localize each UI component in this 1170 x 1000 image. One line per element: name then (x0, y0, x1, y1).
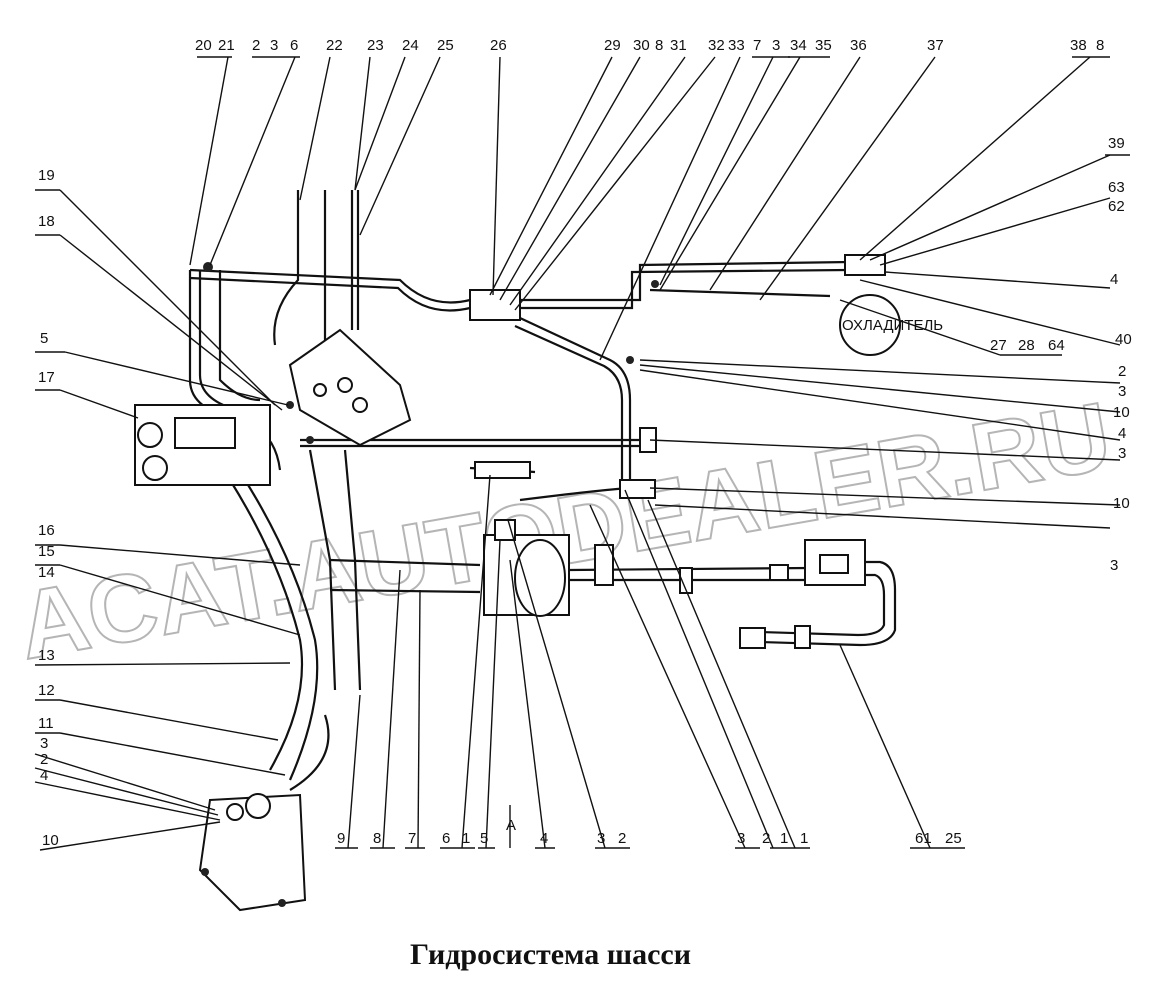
label-61: 61 (915, 830, 932, 847)
label-21: 21 (218, 37, 235, 54)
label-14: 14 (38, 564, 55, 581)
label-17: 17 (38, 369, 55, 386)
label-5: 5 (40, 330, 48, 347)
label-39: 39 (1108, 135, 1125, 152)
label-4-r2: 4 (1118, 425, 1126, 442)
label-10-r: 10 (1113, 404, 1130, 421)
label-2-b: 2 (618, 830, 626, 847)
label-25: 25 (437, 37, 454, 54)
label-18: 18 (38, 213, 55, 230)
label-7: 7 (753, 37, 761, 54)
label-1-b: 1 (462, 830, 470, 847)
label-33: 33 (728, 37, 745, 54)
label-10-r2: 10 (1113, 495, 1130, 512)
label-3-l: 3 (40, 735, 48, 752)
label-2: 2 (252, 37, 260, 54)
label-30: 30 (633, 37, 650, 54)
label-2-l: 2 (40, 751, 48, 768)
label-36: 36 (850, 37, 867, 54)
label-2-b2: 2 (762, 830, 770, 847)
label-28: 28 (1018, 337, 1035, 354)
label-11: 11 (38, 715, 54, 732)
view-marker-a: A (506, 817, 516, 834)
label-3-b2: 3 (737, 830, 745, 847)
components: ОХЛАДИТЕЛЬ (134, 254, 943, 912)
label-38: 38 (1070, 37, 1087, 54)
label-4-l: 4 (40, 767, 48, 784)
label-3: 3 (270, 37, 278, 54)
label-23: 23 (367, 37, 384, 54)
labels-bottom: 9 8 7 6 1 5 4 3 2 3 2 1 1 61 25 (337, 830, 962, 847)
label-3-r: 3 (1118, 383, 1126, 400)
label-4-b: 4 (540, 830, 548, 847)
cooler-label: ОХЛАДИТЕЛЬ (842, 317, 943, 334)
label-25-b: 25 (945, 830, 962, 847)
label-1-b3: 1 (800, 830, 808, 847)
label-9-b: 9 (337, 830, 345, 847)
label-3-r3: 3 (1110, 557, 1118, 574)
label-10-l: 10 (42, 832, 59, 849)
label-16: 16 (38, 522, 55, 539)
label-6: 6 (290, 37, 298, 54)
label-35: 35 (815, 37, 832, 54)
label-4-r: 4 (1110, 271, 1118, 288)
label-2-r: 2 (1118, 363, 1126, 380)
label-6-b: 6 (442, 830, 450, 847)
label-29: 29 (604, 37, 621, 54)
labels-right: 39 63 62 4 40 27 28 64 2 3 10 4 3 10 3 (990, 135, 1132, 574)
label-32: 32 (708, 37, 725, 54)
label-27: 27 (990, 337, 1007, 354)
label-64: 64 (1048, 337, 1065, 354)
label-5-b: 5 (480, 830, 488, 847)
label-20: 20 (195, 37, 212, 54)
label-24: 24 (402, 37, 419, 54)
label-15: 15 (38, 543, 55, 560)
labels-top: 20 21 2 3 6 22 23 24 25 26 29 30 8 31 32… (195, 37, 1104, 54)
leader-lines (34, 56, 1130, 851)
labels-left: 19 18 5 17 16 15 14 13 12 11 3 2 4 10 (38, 167, 59, 849)
label-34: 34 (790, 37, 807, 54)
label-12: 12 (38, 682, 55, 699)
label-26: 26 (490, 37, 507, 54)
label-62: 62 (1108, 198, 1125, 215)
label-7-b: 7 (408, 830, 416, 847)
label-1-b2: 1 (780, 830, 788, 847)
label-40: 40 (1115, 331, 1132, 348)
label-3-b: 3 (597, 830, 605, 847)
label-31: 31 (670, 37, 687, 54)
label-8b: 8 (1096, 37, 1104, 54)
label-63: 63 (1108, 179, 1125, 196)
label-22: 22 (326, 37, 343, 54)
label-8-b: 8 (373, 830, 381, 847)
label-37: 37 (927, 37, 944, 54)
label-19: 19 (38, 167, 55, 184)
label-3-r2: 3 (1118, 445, 1126, 462)
label-8: 8 (655, 37, 663, 54)
label-13: 13 (38, 647, 55, 664)
label-3b: 3 (772, 37, 780, 54)
diagram-title: Гидросистема шасси (410, 938, 691, 971)
